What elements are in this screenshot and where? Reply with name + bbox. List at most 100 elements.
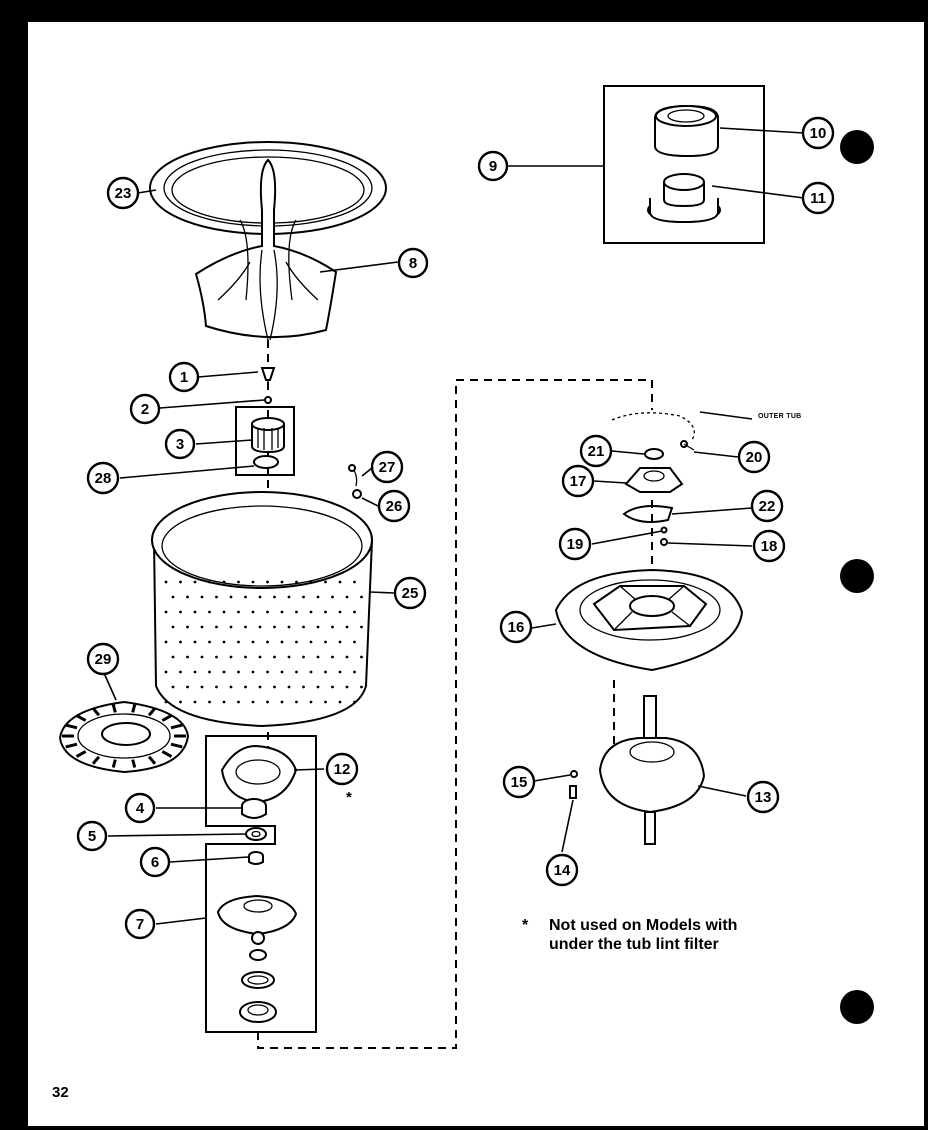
- perforation-dot: [353, 610, 356, 614]
- callout-number: 16: [508, 619, 525, 636]
- filter-slat: [161, 714, 173, 722]
- part-28-ring: [253, 455, 279, 469]
- perforation-dot: [302, 625, 305, 629]
- part-16-pulley: [554, 568, 744, 672]
- perforation-dot: [222, 580, 226, 584]
- part-22-plate: [622, 505, 674, 523]
- perforation-dot: [222, 670, 226, 674]
- perforation-dot: [208, 640, 211, 644]
- punch-hole-bottom: [840, 990, 874, 1024]
- perforation-dot: [338, 670, 342, 674]
- perforation-dot: [237, 640, 240, 644]
- perforation-dot: [244, 685, 247, 689]
- footnote: * Not used on Models with under the tub …: [522, 916, 782, 954]
- perforation-dot: [193, 640, 197, 644]
- perforation-dot: [295, 670, 298, 674]
- filter-slat: [65, 723, 78, 730]
- callout-number: 2: [141, 401, 149, 418]
- perforation-dot: [215, 685, 218, 689]
- perforation-dot: [266, 580, 269, 584]
- callout-22: 22: [750, 489, 784, 523]
- filter-slat: [170, 723, 183, 730]
- callout-6: 6: [139, 846, 171, 878]
- part-26-screw: [352, 489, 362, 499]
- perforation-dot: [179, 670, 182, 674]
- perforation-dot: [316, 655, 320, 659]
- perforation-dot: [287, 655, 291, 659]
- punch-hole-middle: [840, 559, 874, 593]
- callout-number: 27: [379, 459, 396, 476]
- callout-17: 17: [561, 464, 595, 498]
- callout-11: 11: [801, 181, 835, 215]
- perforation-dot: [237, 580, 240, 584]
- callout-number: 22: [759, 498, 776, 515]
- part-19-washer: [660, 526, 668, 534]
- perforation-dot: [258, 595, 262, 599]
- perforation-dot: [280, 670, 284, 674]
- part-14-bolt: [569, 785, 577, 799]
- callout-number: 8: [409, 255, 417, 272]
- callout-14: 14: [545, 853, 579, 887]
- perforation-dot: [229, 595, 233, 599]
- callout-number: 21: [588, 443, 605, 460]
- perforation-dot: [295, 700, 298, 704]
- callout-number: 18: [761, 538, 778, 555]
- perforation-dot: [338, 640, 342, 644]
- perforation-dot: [324, 640, 327, 644]
- callout-2: 2: [129, 393, 161, 425]
- perforation-dot: [360, 685, 363, 689]
- perforation-dot: [287, 625, 291, 629]
- perforation-dot: [222, 640, 226, 644]
- perforation-dot: [244, 625, 247, 629]
- perforation-dot: [345, 655, 349, 659]
- callout-25: 25: [393, 576, 427, 610]
- callout-number: 3: [176, 436, 184, 453]
- filter-slat: [91, 755, 101, 765]
- callout-number: 25: [402, 585, 419, 602]
- perforation-dot: [338, 580, 342, 584]
- perforation-dot: [280, 640, 284, 644]
- perforation-dot: [316, 595, 320, 599]
- perforation-dot: [186, 655, 189, 659]
- callout-number: 11: [810, 190, 826, 207]
- filter-slat: [75, 714, 87, 722]
- filter-slat: [111, 759, 117, 768]
- part-29-lint-filter: [58, 700, 190, 774]
- callout-number: 29: [95, 651, 112, 668]
- callout-4: 4: [124, 792, 156, 824]
- perforation-dot: [208, 580, 211, 584]
- part-20-screw: [680, 440, 695, 451]
- perforation-dot: [353, 580, 356, 584]
- filter-slat: [111, 704, 117, 713]
- callout-number: 13: [755, 789, 772, 806]
- callout-8: 8: [397, 247, 429, 279]
- part-4-bushing: [241, 798, 267, 819]
- filter-slat: [65, 742, 78, 749]
- outer-tub-outline: [611, 412, 695, 441]
- bracket-lower-left: [205, 735, 317, 1033]
- part-5-bearing: [245, 827, 267, 841]
- callout-16: 16: [499, 610, 533, 644]
- perforation-dot: [179, 580, 182, 584]
- perforation-dot: [186, 595, 189, 599]
- footnote-asterisk-12: *: [346, 789, 352, 806]
- punch-hole-top: [840, 130, 874, 164]
- callout-26: 26: [377, 489, 411, 523]
- footnote-line-1: Not used on Models with: [549, 917, 738, 934]
- perforation-dot: [208, 670, 211, 674]
- perforation-dot: [229, 685, 233, 689]
- perforation-dot: [237, 670, 240, 674]
- callout-number: 23: [115, 185, 132, 202]
- filter-slat: [161, 750, 173, 758]
- inset-box: [603, 85, 765, 244]
- perforation-dot: [193, 700, 197, 704]
- perforation-dot: [251, 580, 255, 584]
- perforation-dot: [309, 670, 313, 674]
- part-21-nut: [644, 448, 664, 460]
- perforation-dot: [309, 700, 313, 704]
- perforation-dot: [295, 610, 298, 614]
- filter-slat: [147, 707, 157, 717]
- perforation-dot: [244, 595, 247, 599]
- callout-number: 14: [554, 862, 571, 879]
